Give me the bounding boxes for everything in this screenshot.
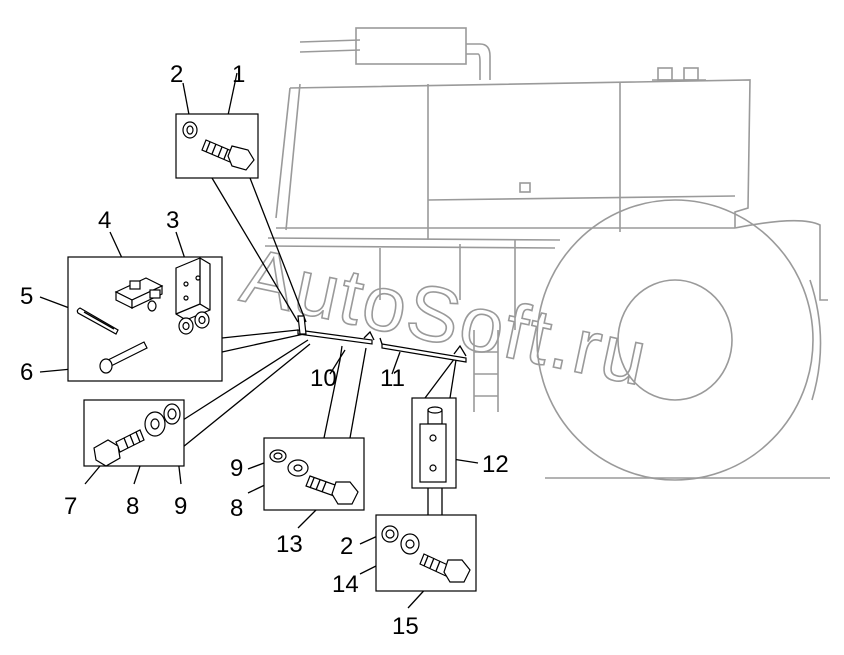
callout-labels: 1 2 3 4 5 6 7 8 9 10 11 12 9 8 13 2 14 1…	[20, 61, 509, 640]
rail-part-11	[379, 337, 467, 363]
bolt-part-13	[305, 475, 359, 505]
washer-part-9	[163, 403, 181, 425]
washer-part-2-bottom	[381, 525, 399, 543]
machine-outline	[264, 27, 830, 481]
callout-7: 7	[64, 493, 77, 520]
callout-2-bottom: 2	[340, 533, 353, 560]
washer-part-9-lower	[269, 449, 287, 463]
callout-15: 15	[392, 613, 419, 640]
callout-10: 10	[310, 365, 337, 392]
bracket-part-3	[175, 257, 211, 335]
washer-part-14	[400, 533, 420, 555]
callout-11: 11	[380, 365, 405, 392]
callout-5: 5	[20, 283, 33, 310]
washer-part-8-lower	[287, 459, 309, 477]
hinge-part-4	[114, 277, 164, 312]
bolt-part-7	[93, 429, 145, 467]
callout-13: 13	[276, 531, 303, 558]
rail-part-10	[297, 315, 375, 345]
callout-9: 9	[174, 493, 187, 520]
pin-part-12	[419, 406, 447, 483]
callout-8: 8	[126, 493, 139, 520]
cotter-pin-part-5	[76, 307, 119, 335]
callout-2-top: 2	[170, 61, 183, 88]
callout-3: 3	[166, 207, 179, 234]
callout-14: 14	[332, 571, 359, 598]
callout-4: 4	[98, 207, 111, 234]
bolt-part-15	[419, 553, 471, 583]
bolt-part-1	[201, 139, 255, 171]
callout-12: 12	[482, 451, 509, 478]
callout-8-lower: 8	[230, 495, 243, 522]
washer-part-2-top	[182, 121, 198, 139]
callout-9-lower: 9	[230, 455, 243, 482]
callout-1: 1	[232, 61, 245, 88]
washer-part-8	[144, 411, 166, 437]
callout-6: 6	[20, 359, 33, 386]
pin-part-6	[99, 341, 148, 374]
